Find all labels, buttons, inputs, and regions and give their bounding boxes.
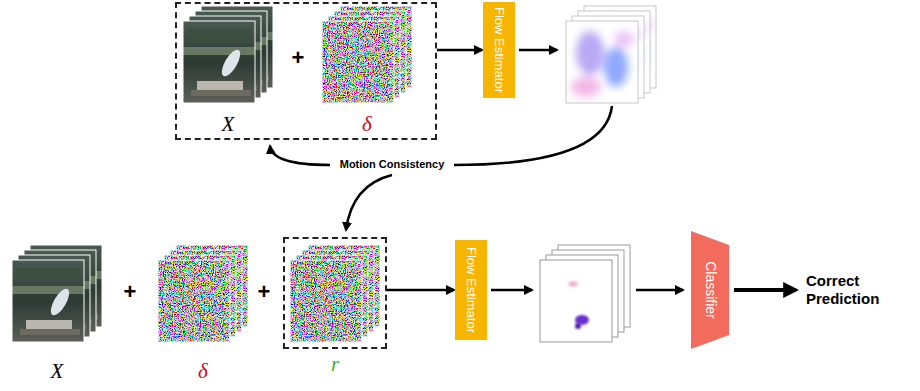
variable-label: r bbox=[331, 353, 339, 376]
variable-label: X bbox=[51, 360, 64, 383]
noise-frames bbox=[322, 6, 412, 103]
feedback-curve bbox=[454, 106, 612, 165]
box-label: Classifier bbox=[702, 261, 717, 319]
arrow bbox=[636, 289, 683, 292]
flow-frames bbox=[540, 245, 630, 342]
dashed-group: Xδ + bbox=[175, 2, 437, 140]
frame-stack: X bbox=[181, 4, 275, 136]
flow-arrow bbox=[437, 49, 482, 52]
feedback-arrow bbox=[270, 146, 330, 165]
dashed-group: r bbox=[283, 237, 387, 349]
noise-frames bbox=[290, 245, 380, 342]
plus-sign: + bbox=[292, 46, 305, 70]
video-frames bbox=[183, 6, 273, 103]
variable-label: δ bbox=[198, 360, 208, 383]
arrow bbox=[734, 288, 796, 292]
output-label: Correct Prediction bbox=[806, 272, 916, 308]
trapezoid-shape bbox=[691, 231, 729, 349]
plus-sign: + bbox=[124, 279, 137, 305]
annotation: Motion Consistency bbox=[337, 158, 448, 171]
variable-label: δ bbox=[362, 113, 372, 136]
process-box: Flow Estimator bbox=[483, 2, 515, 98]
frame-stack: δ bbox=[156, 243, 250, 383]
video-frames bbox=[12, 245, 102, 342]
frame-stack: X bbox=[10, 243, 104, 383]
process-box: Flow Estimator bbox=[455, 240, 487, 340]
classifier-trapezoid: Classifier bbox=[691, 231, 729, 349]
feedback-arrow bbox=[346, 175, 392, 230]
arrow bbox=[491, 289, 532, 292]
noise-frames bbox=[158, 245, 248, 342]
flow-arrow bbox=[387, 289, 454, 292]
frame-stack: δ bbox=[320, 4, 414, 136]
arrow bbox=[519, 49, 557, 52]
plus-sign: + bbox=[258, 279, 271, 305]
box-label: Flow Estimator bbox=[464, 247, 478, 333]
box-label: Flow Estimator bbox=[492, 7, 506, 93]
variable-label: X bbox=[222, 113, 235, 136]
flow-frames bbox=[566, 6, 656, 103]
